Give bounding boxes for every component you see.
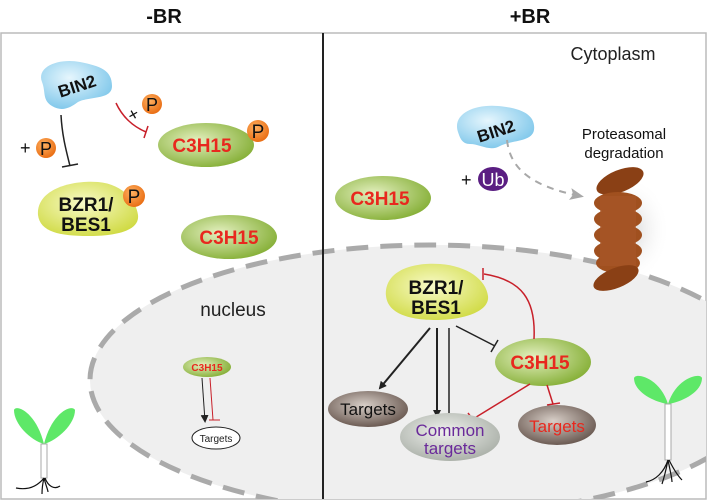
phospho-label: P bbox=[146, 95, 158, 115]
bzr1-bes1-protein-right: BZR1/ BES1 bbox=[385, 263, 489, 320]
targets-label: Targets bbox=[200, 434, 233, 445]
inhibit-bin2-bzr1 bbox=[60, 114, 71, 167]
panel-title-plus-br: +BR bbox=[510, 6, 551, 28]
bin2-protein-left: BIN2 bbox=[41, 60, 113, 109]
c3h15-nuclear-right: C3H15 bbox=[495, 338, 591, 386]
seedling-icon-left bbox=[14, 408, 75, 495]
ubiquitin-badge: Ub bbox=[478, 167, 508, 191]
c3h15-label: C3H15 bbox=[191, 363, 223, 374]
phospho-badge: P bbox=[142, 94, 162, 115]
bzr1-label: BZR1/ bbox=[59, 195, 115, 216]
proteasome-label-line2: degradation bbox=[584, 145, 663, 162]
targets-label: Targets bbox=[340, 400, 396, 419]
c3h15-label: C3H15 bbox=[350, 189, 410, 210]
inhibit-bar bbox=[61, 163, 79, 168]
targets-node-left: Targets bbox=[191, 426, 241, 450]
nucleus-label: nucleus bbox=[200, 300, 266, 321]
bzr1-bes1-phosphorylated-left: BZR1/ BES1 P bbox=[37, 181, 145, 236]
phospho-label: P bbox=[252, 122, 265, 143]
proteasome-label-line1: Proteasomal bbox=[582, 126, 666, 143]
common-targets-node: Common targets bbox=[400, 413, 500, 461]
proteasome-icon bbox=[586, 167, 670, 291]
bzr1-label: BZR1/ bbox=[409, 278, 465, 299]
panel-title-minus-br: -BR bbox=[146, 6, 182, 28]
bes1-label: BES1 bbox=[61, 215, 111, 236]
inhibit-bar bbox=[490, 339, 499, 353]
inhibit-c3h15-bzr1 bbox=[483, 273, 535, 340]
c3h15-label: C3H15 bbox=[510, 353, 570, 374]
targets-node-bzr1: Targets bbox=[328, 391, 408, 427]
plus-sign: + bbox=[20, 138, 31, 158]
activate-bzr1-targets bbox=[378, 327, 431, 390]
c3h15-label: C3H15 bbox=[199, 228, 259, 249]
c3h15-label: C3H15 bbox=[172, 136, 232, 157]
inhibit-bin2-c3h15 bbox=[115, 102, 147, 133]
c3h15-phosphorylated-left: C3H15 P bbox=[158, 120, 269, 167]
inhibit-bzr1-c3h15 bbox=[455, 325, 496, 347]
seedling-icon-right bbox=[634, 375, 702, 485]
phospho-badge: P bbox=[36, 138, 56, 159]
targets-label: Targets bbox=[529, 417, 585, 436]
ubiquitin-label: Ub bbox=[481, 170, 504, 190]
c3h15-protein-right: C3H15 bbox=[335, 176, 431, 220]
bes1-label: BES1 bbox=[411, 298, 461, 319]
plus-sign: + bbox=[461, 170, 472, 190]
c3h15-nuclear-left: C3H15 bbox=[183, 357, 231, 377]
inhibit-c3h15-targets bbox=[546, 384, 554, 405]
targets-label: targets bbox=[424, 439, 476, 458]
cytoplasm-label: Cytoplasm bbox=[570, 44, 655, 64]
phospho-label: P bbox=[40, 139, 52, 159]
bin2-protein-right: BIN2 bbox=[457, 105, 535, 149]
inhibit-c3h15-targets-left bbox=[209, 377, 214, 421]
inhibit-bar bbox=[546, 402, 561, 406]
c3h15-protein-left: C3H15 bbox=[181, 215, 277, 259]
inhibit-bar bbox=[143, 125, 149, 139]
activate-c3h15-targets-left bbox=[200, 377, 209, 423]
degradation-arrow bbox=[506, 139, 584, 200]
common-label: Common bbox=[416, 421, 485, 440]
targets-node-c3h15: Targets bbox=[518, 405, 596, 445]
phospho-label: P bbox=[128, 187, 141, 208]
inhibit-c3h15-common bbox=[472, 383, 531, 420]
